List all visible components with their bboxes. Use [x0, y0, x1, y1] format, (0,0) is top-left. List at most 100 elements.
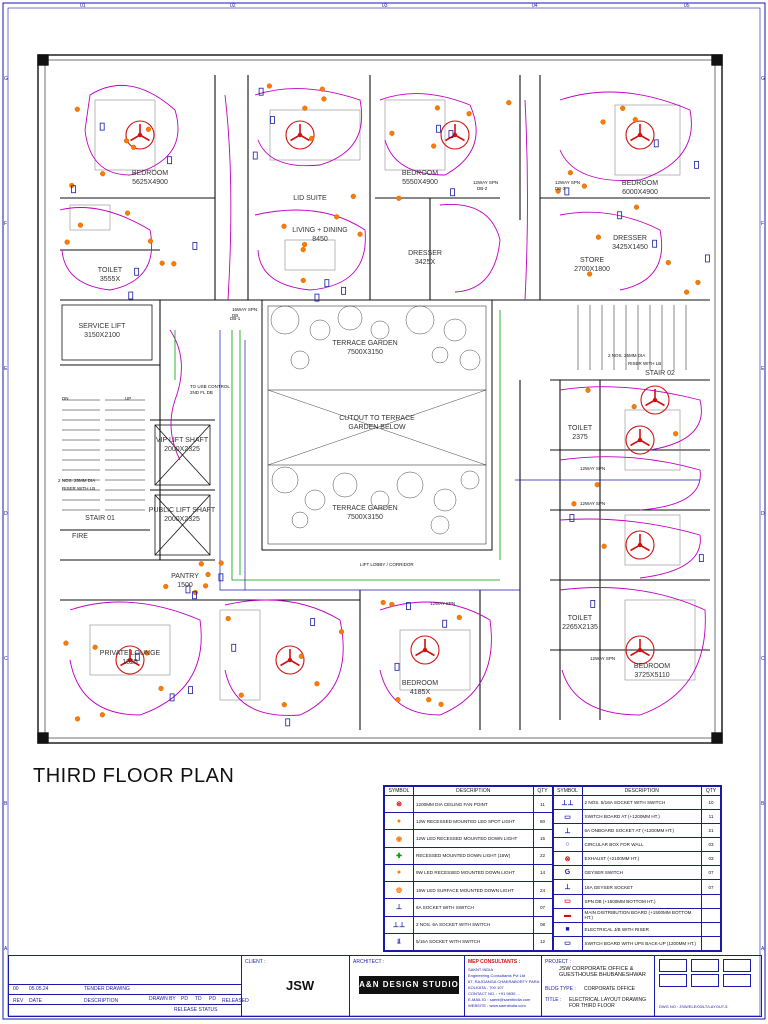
drawing-title: THIRD FLOOR PLAN	[33, 765, 235, 787]
socket-icon	[617, 211, 623, 220]
garden-shrub	[304, 489, 326, 511]
legend-qty: 80	[532, 812, 553, 831]
light-point-icon	[396, 195, 402, 201]
mep-label: MEP CONSULTANTS :	[468, 959, 521, 965]
light-point-icon	[302, 105, 308, 111]
legend-qty: 21	[701, 823, 721, 839]
legend-description: 5/15A SOCKET WITH SWITCH	[413, 932, 534, 952]
socket-icon	[705, 254, 710, 263]
socket-icon	[192, 591, 197, 600]
socket-icon	[231, 643, 237, 652]
exhaust-icon: ⊗	[552, 851, 583, 867]
switchboard-icon: ▭	[552, 809, 583, 825]
stamp-4	[659, 974, 687, 987]
room-label: STORE	[580, 257, 604, 264]
drawing-annotation: UP	[125, 396, 131, 401]
light-point-icon	[389, 130, 395, 136]
grid-label-side: C	[761, 656, 765, 662]
room-label: PRIVATE LOUNGE	[100, 650, 161, 657]
legend-qty: 08	[532, 915, 553, 934]
light-point-icon	[600, 119, 606, 125]
stamp-1	[659, 959, 687, 972]
light-point-icon	[631, 404, 637, 410]
garden-shrub	[405, 305, 435, 335]
grid-label-side: C	[4, 656, 8, 662]
room-label: TOILET	[568, 615, 593, 622]
grid-label-top: 03	[382, 3, 388, 9]
light-point-icon	[281, 702, 287, 708]
light-point-icon	[74, 106, 80, 112]
socket-icon	[394, 662, 400, 671]
grid-label-side: A	[761, 946, 765, 952]
room-size-label: 3555X	[100, 276, 121, 283]
rev-date: 05.05.24	[29, 986, 49, 992]
legend-row: ▬MAIN DISTRIBUTION BOARD (+1500MM BOTTOM…	[552, 907, 721, 923]
legend-row: ■ELECTRICAL J/B WITH RISER	[552, 921, 721, 937]
light-point-icon	[205, 571, 211, 578]
garden-shrub	[443, 318, 467, 342]
light-point-icon	[77, 222, 84, 228]
legend-right-table: SYMBOL DESCRIPTION QTY ⊥⊥2 NOS. 5/16A SO…	[552, 786, 721, 952]
socket-icon	[652, 239, 658, 248]
ceiling-fan-icon	[625, 120, 655, 150]
light-point-icon	[309, 135, 315, 142]
room-size-label: 1500	[177, 582, 193, 589]
socket-icon	[314, 293, 320, 302]
socket-icon	[653, 139, 659, 148]
room-size-label: 6000X4900	[622, 189, 658, 196]
light-point-icon	[64, 239, 70, 245]
socket-icon	[270, 116, 275, 124]
light-point-icon	[99, 712, 105, 718]
legend-description: 16A GEYSER SOCKET	[581, 879, 702, 895]
pd-header: PD	[181, 996, 188, 1002]
light-point-icon	[321, 96, 327, 102]
light-point-icon	[395, 697, 401, 703]
stamp-2	[691, 959, 719, 972]
drawing-annotation: DB-3	[555, 186, 566, 191]
drawing-annotation: DB-1	[230, 316, 241, 321]
project-label: PROJECT :	[545, 959, 572, 965]
socket-icon	[694, 160, 699, 169]
garden-shrub	[291, 511, 309, 529]
light-point-icon	[695, 279, 701, 286]
wiring-run	[559, 518, 701, 579]
wiring-run	[254, 88, 363, 167]
drawing-annotation: 12WAY SPN	[580, 501, 605, 506]
garden-shrub	[309, 319, 331, 341]
legend-description: 6A ONBOARD SOCKET AT (+1200MM HT.)	[581, 823, 702, 839]
room-size-label: 1825	[122, 659, 138, 666]
socket-icon	[134, 652, 140, 661]
wiring-run	[169, 329, 182, 461]
mep-line1: Engineering Consultants Pvt Ltd	[468, 973, 526, 978]
legend-row: ⊥6A ONBOARD SOCKET AT (+1200MM HT.)21	[552, 823, 721, 839]
room-size-label: 8450	[312, 236, 328, 243]
wiring-run	[69, 601, 202, 716]
socket-icon	[698, 554, 704, 563]
room-label: FIRE	[72, 533, 88, 540]
garden-shrub	[271, 466, 299, 494]
light-point-icon	[144, 650, 150, 656]
socket-icon	[167, 156, 172, 165]
grid-label-side: B	[761, 801, 765, 807]
garden-shrub	[290, 350, 310, 370]
light-point-icon	[334, 214, 340, 220]
legend-description: ELECTRICAL J/B WITH RISER	[581, 921, 702, 937]
title-label: TITLE :	[545, 997, 562, 1003]
drawing-annotation: 16WAY SPN	[232, 307, 257, 312]
room-label: SERVICE LIFT	[79, 323, 127, 330]
project-name: JSW CORPORATE OFFICE & GUESTHOUSE BHUBAN…	[559, 966, 646, 978]
socket-icon	[258, 87, 264, 96]
garden-shrub	[460, 470, 480, 490]
grid-label-side: G	[4, 76, 8, 82]
socket-icon	[185, 585, 191, 594]
light-point-icon	[123, 138, 130, 144]
legend-description: EXHAUST (+2100MM HT.)	[581, 851, 702, 867]
legend-left-table: SYMBOL DESCRIPTION QTY ⊛1200MM DIA CEILI…	[384, 786, 553, 952]
room-label: TERRACE GARDEN	[332, 505, 397, 512]
grid-label-side: F	[761, 221, 764, 227]
room-size-label: 2700X1800	[574, 266, 610, 273]
room-label: VIP LIFT SHAFT	[156, 437, 209, 444]
